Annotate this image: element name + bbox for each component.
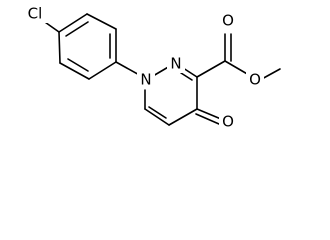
atom-labels: Cl N N O O O <box>24 5 264 131</box>
ester-carbonyl-o-label-bg <box>219 12 237 30</box>
n1-label-bg <box>137 71 155 89</box>
nitrogen-label-2: N <box>170 55 181 73</box>
bond-aryl-inner-3 <box>67 58 89 72</box>
bond-aryl-1 <box>58 13 88 33</box>
oxygen-label-ether: O <box>249 71 261 89</box>
bond-aryl-6 <box>58 31 61 64</box>
bond-c4-o <box>196 108 222 120</box>
bond-c5-c6 <box>144 108 170 126</box>
bond-c4-c5 <box>168 108 198 126</box>
bond-aryl-2 <box>86 13 117 30</box>
bond-aryl-4 <box>88 61 117 80</box>
oxygen-label-ketone: O <box>222 113 234 131</box>
bond-aryl-inner-1 <box>65 21 89 37</box>
bond-c5-c6-inner <box>148 106 167 119</box>
chemical-structure-diagram: Cl N N O O O <box>24 4 281 131</box>
ester-ether-o-label-bg <box>246 71 264 89</box>
ring-o-label-bg <box>219 113 237 131</box>
n2-label-bg <box>167 55 185 73</box>
bond-c3-carboxyl <box>196 60 226 78</box>
bonds <box>41 13 281 126</box>
oxygen-label-carbonyl: O <box>222 12 234 30</box>
bond-aryl-5 <box>59 62 90 80</box>
chlorine-label: Cl <box>28 5 43 23</box>
cl-label-bg <box>24 5 48 23</box>
bond-c4-o-double <box>195 113 220 125</box>
bond-n2-c3-inner <box>180 72 193 81</box>
nitrogen-label-1: N <box>140 71 151 89</box>
bond-carboxyl-oether <box>224 60 250 76</box>
